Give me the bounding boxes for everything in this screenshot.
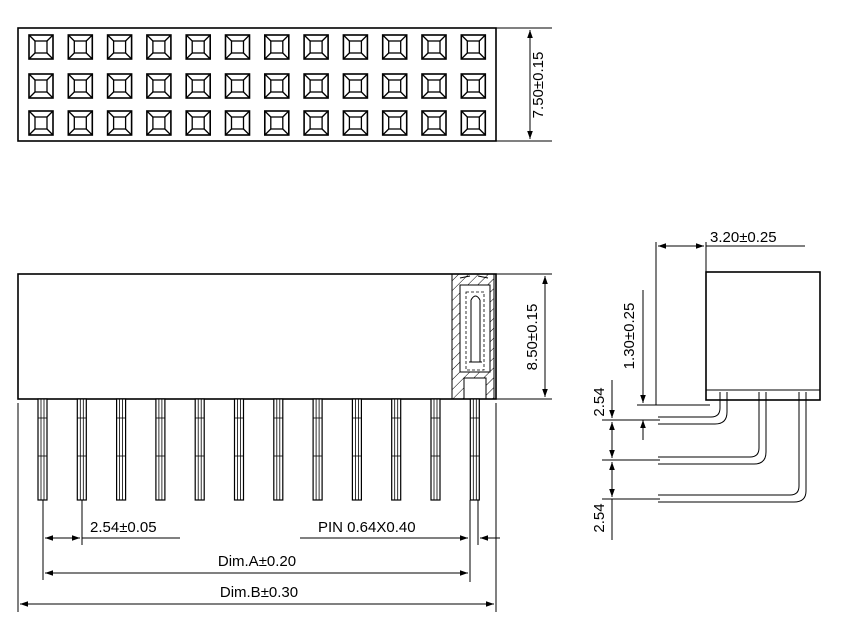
socket-cavity: [303, 34, 329, 60]
socket-cavity: [342, 73, 369, 99]
pitch-label: 2.54±0.05: [90, 519, 157, 536]
socket-cavity: [342, 34, 369, 60]
bent-pin-inner: [658, 392, 767, 465]
socket-cavity: [67, 34, 94, 60]
contact-section: [451, 273, 495, 400]
side-view: 3.20±0.25 1.30±0.25 2.54 2.54: [591, 229, 821, 540]
socket-cavity: [28, 73, 54, 99]
pin-leg: [155, 398, 166, 501]
socket-cavity: [28, 34, 54, 60]
pin-leg: [312, 398, 323, 501]
socket-cavity: [106, 110, 133, 136]
side-pitch-label-2: 2.54: [591, 503, 608, 532]
pin-leg: [233, 398, 245, 501]
pin-leg: [351, 398, 362, 501]
socket-cavity: [106, 34, 133, 60]
contact-dashed-outline: [465, 291, 485, 371]
socket-cavity: [224, 110, 251, 136]
pin-leg: [273, 398, 284, 501]
bent-pin-inner: [658, 392, 728, 425]
bent-pins: [658, 392, 807, 503]
socket-cavity: [421, 73, 447, 99]
pin-leg: [37, 398, 48, 501]
pin-leg: [469, 398, 480, 501]
side-view-body: [705, 271, 821, 401]
socket-cavity: [460, 34, 487, 60]
socket-cavity: [28, 110, 54, 136]
socket-cavity: [67, 110, 94, 136]
top-view: 7.50±0.15: [17, 27, 552, 142]
side-offset-label: 1.30±0.25: [621, 303, 638, 370]
socket-cavity: [381, 34, 408, 60]
dim-b-label: Dim.B±0.30: [220, 584, 298, 601]
bent-pin-outer: [658, 392, 721, 418]
side-pitch-label-1: 2.54: [591, 387, 608, 416]
front-view: 8.50±0.15 2.54±0.05 PIN 0.64X0.40 Dim.A±…: [17, 273, 552, 612]
socket-cavity: [263, 110, 290, 136]
socket-cavity: [146, 73, 172, 99]
socket-cavity: [224, 34, 251, 60]
socket-cavity: [303, 110, 329, 136]
socket-cavity: [106, 73, 133, 99]
socket-cavity: [146, 110, 172, 136]
front-view-body: [17, 273, 497, 400]
socket-cavity: [303, 73, 329, 99]
socket-cavity: [342, 110, 369, 136]
pin-leg: [194, 398, 205, 501]
contact-entry: [459, 275, 489, 279]
socket-cavity: [421, 110, 447, 136]
socket-cavity: [263, 73, 290, 99]
socket-cavity: [185, 73, 211, 99]
socket-cavity: [421, 34, 447, 60]
pin-legs: [37, 398, 480, 501]
height-dim-label: 8.50±0.15: [524, 304, 541, 371]
pin-leg: [391, 398, 402, 501]
pin-leg: [76, 398, 87, 501]
socket-grid: [28, 34, 487, 136]
side-width-label: 3.20±0.25: [710, 229, 777, 246]
pin-leg: [430, 398, 441, 501]
socket-cavity: [460, 110, 487, 136]
bent-pin-inner: [658, 392, 807, 503]
housing-section-hatch: [451, 273, 495, 400]
top-view-outline: [17, 27, 497, 142]
socket-cavity: [460, 73, 487, 99]
width-dim-label: 7.50±0.15: [530, 52, 547, 119]
bent-pin-outer: [658, 392, 760, 458]
socket-cavity: [381, 73, 408, 99]
contact-spring: [469, 295, 482, 363]
socket-cavity: [185, 34, 211, 60]
socket-cavity: [263, 34, 290, 60]
pin-size-label: PIN 0.64X0.40: [318, 519, 416, 536]
pin-leg: [115, 398, 127, 501]
socket-cavity: [67, 73, 94, 99]
socket-cavity: [185, 110, 211, 136]
bent-pin-outer: [658, 392, 800, 496]
dim-a-label: Dim.A±0.20: [218, 553, 296, 570]
socket-cavity: [146, 34, 172, 60]
socket-cavity: [381, 110, 408, 136]
socket-cavity: [224, 73, 251, 99]
